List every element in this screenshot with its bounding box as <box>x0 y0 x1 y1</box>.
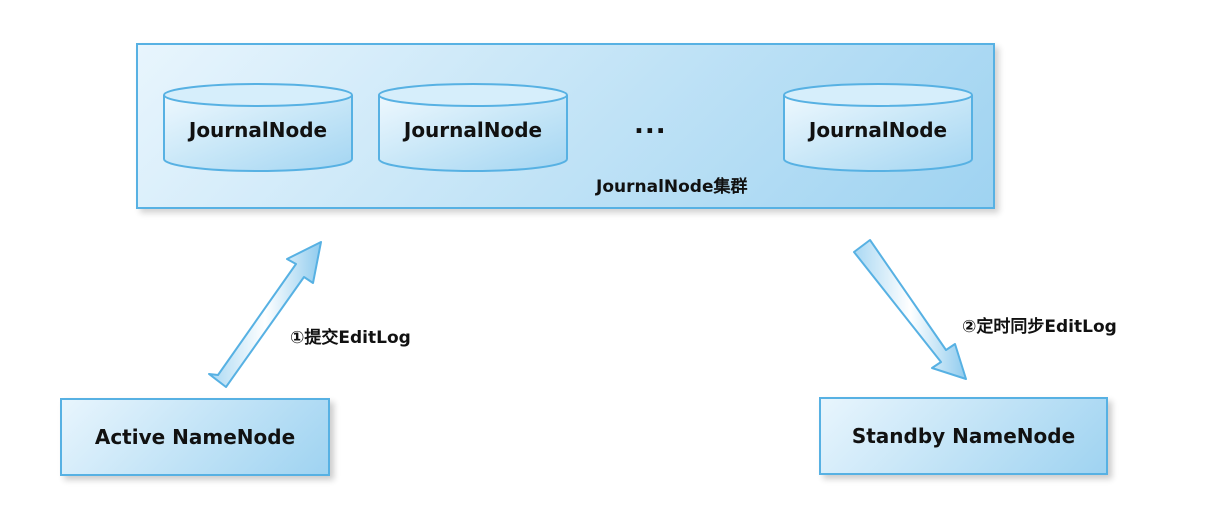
ellipsis: ... <box>634 110 667 140</box>
journalnode-1: JournalNode <box>162 82 354 174</box>
submit-arrow <box>208 241 322 388</box>
submit-editlog-label: ①提交EditLog <box>290 328 411 348</box>
database-icon <box>163 83 353 172</box>
standby-namenode-label: Standby NameNode <box>851 424 1076 448</box>
journalnode-3: JournalNode <box>782 82 974 174</box>
journalnode-label: JournalNode <box>403 118 543 142</box>
journalnode-label: JournalNode <box>188 118 328 142</box>
journalnode-label: JournalNode <box>808 118 948 142</box>
sync-arrow <box>853 239 967 380</box>
database-icon <box>783 83 973 172</box>
cluster-label: JournalNode集群 <box>596 177 748 197</box>
active-namenode-label: Active NameNode <box>94 425 296 449</box>
active-namenode: Active NameNode <box>60 398 330 476</box>
journalnode-2: JournalNode <box>377 82 569 174</box>
database-icon <box>378 83 568 172</box>
sync-editlog-label: ②定时同步EditLog <box>962 317 1117 337</box>
standby-namenode: Standby NameNode <box>819 397 1108 475</box>
